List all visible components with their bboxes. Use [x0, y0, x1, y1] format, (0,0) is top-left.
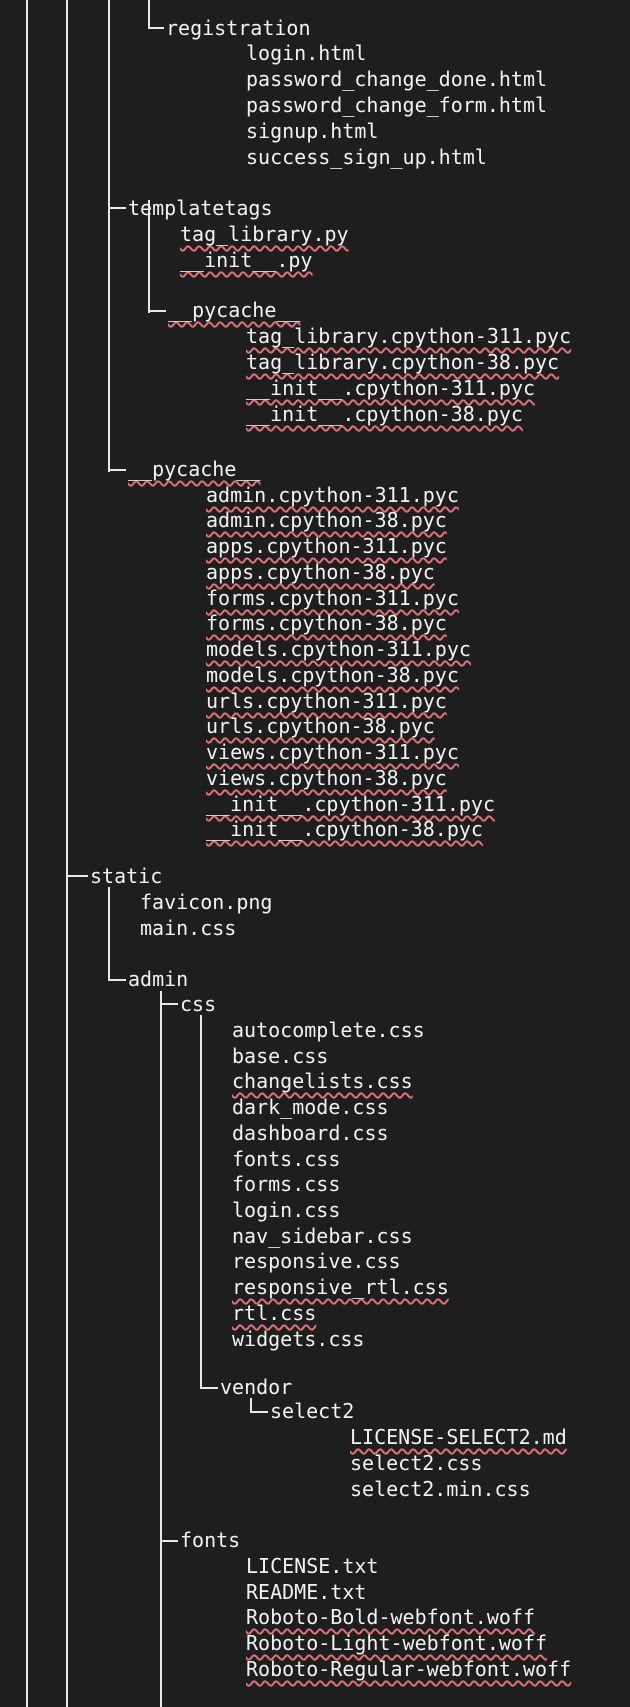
file-item[interactable]: tag_library.cpython-311.pyc — [246, 324, 572, 348]
file-item[interactable]: forms.cpython-311.pyc — [206, 586, 459, 610]
file-item[interactable]: admin.cpython-311.pyc — [206, 483, 459, 507]
file-item[interactable]: models.cpython-311.pyc — [206, 637, 471, 661]
file-item[interactable]: Roboto-Light-webfont.woff — [246, 1631, 548, 1655]
tree-branch-line — [66, 875, 88, 877]
tree-guide-line — [108, 887, 110, 981]
dir-select2[interactable]: select2 — [270, 1399, 355, 1423]
file-item[interactable]: __init__.cpython-311.pyc — [246, 376, 535, 400]
file-item[interactable]: __init__.cpython-311.pyc — [206, 792, 495, 816]
dir-admin[interactable]: admin — [128, 967, 189, 991]
tree-branch-line — [108, 979, 126, 981]
tree-guide-line — [148, 200, 150, 313]
dir-static[interactable]: static — [90, 864, 163, 888]
file-item[interactable]: base.css — [232, 1044, 329, 1068]
tree-branch-line — [108, 207, 126, 209]
file-item[interactable]: dashboard.css — [232, 1121, 389, 1145]
file-item[interactable]: autocomplete.css — [232, 1018, 425, 1042]
tree-guide-line — [160, 991, 162, 1707]
file-item[interactable]: favicon.png — [140, 890, 273, 914]
file-item[interactable]: __init__.cpython-38.pyc — [246, 402, 523, 426]
file-item[interactable]: views.cpython-311.pyc — [206, 740, 459, 764]
file-item[interactable]: Roboto-Regular-webfont.woff — [246, 1657, 572, 1681]
tree-guide-line — [66, 0, 68, 1707]
file-item[interactable]: forms.cpython-38.pyc — [206, 611, 447, 635]
file-item[interactable]: LICENSE-SELECT2.md — [350, 1425, 567, 1449]
file-item[interactable]: apps.cpython-38.pyc — [206, 560, 435, 584]
file-item[interactable]: views.cpython-38.pyc — [206, 766, 447, 790]
tree-branch-line — [148, 310, 166, 312]
tree-guide-line — [200, 1015, 202, 1389]
file-item[interactable]: forms.css — [232, 1172, 341, 1196]
tree-branch-line — [160, 1003, 178, 1005]
tree-guide-line — [250, 1398, 252, 1412]
file-item[interactable]: apps.cpython-311.pyc — [206, 534, 447, 558]
file-item[interactable]: LICENSE.txt — [246, 1554, 379, 1578]
file-item[interactable]: widgets.css — [232, 1327, 365, 1351]
tree-guide-line — [148, 0, 150, 28]
file-item[interactable]: urls.cpython-311.pyc — [206, 689, 447, 713]
file-item[interactable]: nav_sidebar.css — [232, 1224, 413, 1248]
file-item[interactable]: __init__.cpython-38.pyc — [206, 817, 483, 841]
dir-vendor[interactable]: vendor — [220, 1375, 293, 1399]
file-item[interactable]: models.cpython-38.pyc — [206, 663, 459, 687]
tree-guide-line — [108, 0, 110, 472]
tree-branch-line — [108, 469, 126, 471]
tree-guide-line — [26, 0, 28, 1707]
file-item[interactable]: fonts.css — [232, 1147, 341, 1171]
file-item[interactable]: tag_library.cpython-38.pyc — [246, 350, 560, 374]
dir-registration[interactable]: registration — [166, 16, 311, 40]
tree-branch-line — [200, 1387, 218, 1389]
file-item[interactable]: main.css — [140, 916, 237, 940]
file-item[interactable]: login.html — [246, 41, 367, 65]
file-item[interactable]: login.css — [232, 1198, 341, 1222]
dir-css[interactable]: css — [180, 992, 217, 1016]
file-item[interactable]: rtl.css — [232, 1301, 317, 1325]
file-item[interactable]: signup.html — [246, 119, 379, 143]
file-item[interactable]: select2.css — [350, 1451, 483, 1475]
file-item[interactable]: password_change_form.html — [246, 93, 548, 117]
file-item[interactable]: urls.cpython-38.pyc — [206, 714, 435, 738]
file-item[interactable]: tag_library.py — [180, 222, 349, 246]
tree-branch-line — [160, 1540, 178, 1542]
file-item[interactable]: admin.cpython-38.pyc — [206, 508, 447, 532]
file-item[interactable]: changelists.css — [232, 1069, 413, 1093]
dir-fonts[interactable]: fonts — [180, 1528, 241, 1552]
file-item[interactable]: dark_mode.css — [232, 1095, 389, 1119]
dir-pycache[interactable]: __pycache__ — [128, 457, 261, 481]
file-item[interactable]: README.txt — [246, 1580, 367, 1604]
file-item[interactable]: responsive.css — [232, 1249, 401, 1273]
file-item[interactable]: select2.min.css — [350, 1477, 531, 1501]
dir-templatetags[interactable]: templatetags — [128, 196, 273, 220]
tree-branch-line — [148, 27, 164, 29]
file-item[interactable]: success_sign_up.html — [246, 145, 487, 169]
file-item[interactable]: Roboto-Bold-webfont.woff — [246, 1605, 535, 1629]
dir-pycache[interactable]: __pycache__ — [168, 298, 301, 322]
file-item[interactable]: __init__.py — [180, 248, 313, 272]
file-item[interactable]: password_change_done.html — [246, 67, 548, 91]
file-item[interactable]: responsive_rtl.css — [232, 1275, 449, 1299]
tree-branch-line — [250, 1411, 268, 1413]
